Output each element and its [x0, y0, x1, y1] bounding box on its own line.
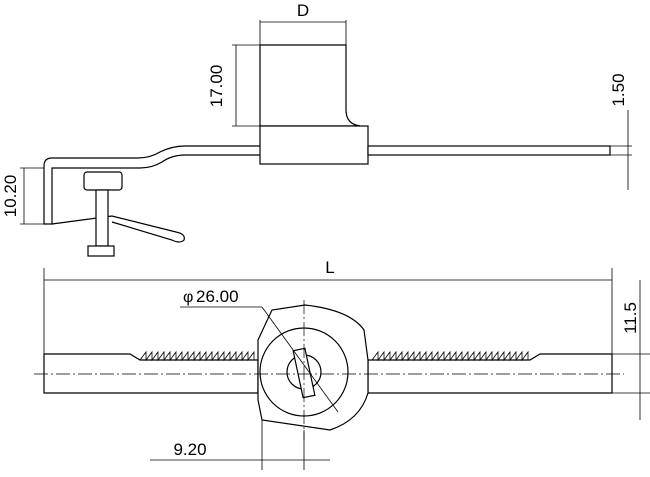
dim-10-2-label: 10.20: [1, 175, 20, 218]
rack-bar-right: [367, 353, 613, 394]
bent-bar: [43, 145, 260, 225]
dim-9-2-label: 9.20: [173, 440, 206, 459]
dim-diameter-label: 26.00: [196, 287, 239, 306]
rack-teeth-right: [371, 350, 529, 362]
lock-cylinder-side: [259, 44, 361, 127]
dim-diameter-symbol: φ: [183, 289, 193, 306]
lock-housing-side: [259, 125, 369, 165]
knob-base: [87, 245, 115, 257]
knob-stem: [95, 189, 109, 247]
dim-11-5-label: 11.5: [621, 302, 640, 334]
knob-cap: [83, 171, 123, 191]
dim-17-label: 17.00: [207, 65, 226, 108]
dim-1-5-label: 1.50: [609, 73, 628, 106]
front-view: L φ 26.00 11.5 9.20: [34, 258, 650, 470]
spring-latch: [51, 215, 185, 243]
rack-rod-side: [367, 145, 611, 156]
dim-diameter-arrow: [261, 306, 339, 413]
side-view: D 17.00 1.50 10.20: [1, 1, 632, 257]
rack-bar: [43, 353, 259, 394]
rack-teeth-left: [139, 350, 255, 362]
dim-d-label: D: [297, 1, 309, 20]
dim-l-label: L: [325, 258, 334, 277]
